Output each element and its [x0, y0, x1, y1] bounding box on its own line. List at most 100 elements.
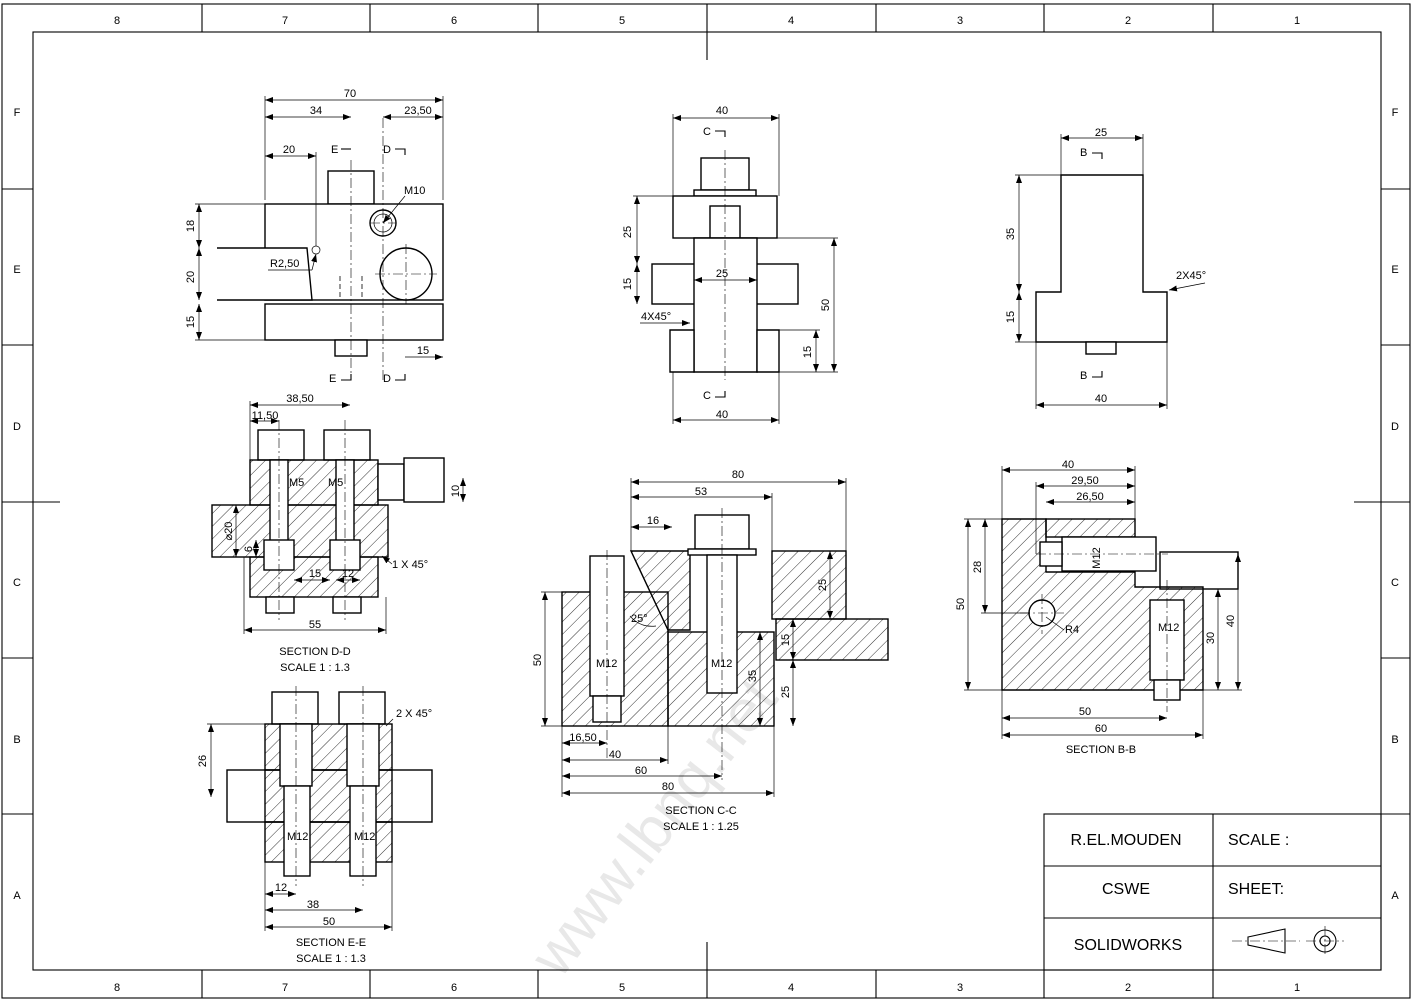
middle-view: 40 25 15 25 50 15 4X45° 40 C C — [622, 105, 838, 424]
thread-m12-a: M12 — [1091, 547, 1103, 568]
zone-row-label: A — [1391, 890, 1399, 902]
thread-m12-a: M12 — [287, 831, 308, 843]
section-d-d-caption: SECTION D-D — [279, 646, 351, 658]
dim-50-vertical: 50 — [532, 654, 544, 666]
thread-m12-b: M12 — [711, 658, 732, 670]
dim-25-vertical: 25 — [817, 579, 829, 591]
dim-20-vertical: 20 — [185, 271, 197, 283]
dim-50-horizontal: 50 — [1079, 706, 1091, 718]
angle-25: 25° — [631, 613, 648, 625]
zone-col-label: 1 — [1294, 982, 1300, 994]
zone-row-label: D — [1391, 421, 1399, 433]
dim-40: 40 — [1062, 459, 1074, 471]
zone-col-label: 2 — [1125, 15, 1131, 27]
projection-symbol-icon — [1232, 926, 1344, 956]
software-name: SOLIDWORKS — [1074, 937, 1182, 954]
dim-15-vertical: 15 — [780, 634, 792, 646]
dim-25-vertical: 25 — [622, 226, 634, 238]
zone-col-label: 1 — [1294, 15, 1300, 27]
cut-label-e-top: E — [331, 144, 338, 156]
zone-row-label: F — [14, 107, 21, 119]
chamfer-4x45: 4X45° — [641, 311, 671, 323]
chamfer-1x45: 1 X 45° — [392, 559, 428, 571]
right-view: 25 35 15 40 2X45° B B — [1005, 127, 1206, 409]
section-d-d: 38,50 11,50 M5 M5 10 ⌀20 6 15 12 1 X 45°… — [211, 393, 466, 674]
school-name: CSWE — [1102, 881, 1150, 898]
dim-12: 12 — [342, 568, 354, 580]
dim-16-50: 16,50 — [569, 732, 597, 744]
dim-28: 28 — [972, 561, 984, 573]
zone-row-label: E — [1391, 264, 1398, 276]
dim-40: 40 — [609, 749, 621, 761]
cut-label-c-bottom: C — [703, 390, 711, 402]
zone-col-label: 8 — [114, 982, 120, 994]
dim-60-horizontal: 60 — [1095, 723, 1107, 735]
dim-40: 40 — [1095, 393, 1107, 405]
dim-18: 18 — [185, 220, 197, 232]
cut-label-d-bottom: D — [383, 373, 391, 385]
sheet-label: SHEET: — [1228, 881, 1284, 898]
dim-15-vertical-2: 15 — [802, 346, 814, 358]
dim-25-horizontal: 25 — [716, 268, 728, 280]
section-c-c: 80 53 16 25 25° 15 35 25 50 M12 M12 16,5… — [532, 469, 889, 833]
dim-55: 55 — [309, 619, 321, 631]
dim-29-50: 29,50 — [1071, 475, 1099, 487]
zone-col-label: 5 — [619, 982, 625, 994]
zone-col-label: 8 — [114, 15, 120, 27]
zone-col-label: 7 — [282, 982, 288, 994]
dim-40-top: 40 — [716, 105, 728, 117]
cut-label-b-bottom: B — [1080, 370, 1087, 382]
radius-r4: R4 — [1065, 624, 1079, 636]
thread-m5-b: M5 — [328, 477, 343, 489]
dim-40-bottom: 40 — [716, 409, 728, 421]
cut-label-c-top: C — [703, 126, 711, 138]
title-block: R.EL.MOUDEN CSWE SOLIDWORKS SCALE : SHEE… — [1043, 813, 1382, 971]
thread-m10: M10 — [404, 185, 425, 197]
dim-70: 70 — [344, 88, 356, 100]
section-e-e-caption: SECTION E-E — [296, 937, 366, 949]
section-c-c-caption: SECTION C-C — [665, 805, 737, 817]
dim-80-top: 80 — [732, 469, 744, 481]
dim-23-50: 23,50 — [404, 105, 432, 117]
zone-row-label: B — [13, 734, 20, 746]
dim-38-50: 38,50 — [286, 393, 314, 405]
dim-50-vertical: 50 — [955, 598, 967, 610]
dim-10: 10 — [450, 485, 462, 497]
dim-35: 35 — [1005, 228, 1017, 240]
dim-40-vertical: 40 — [1225, 615, 1237, 627]
thread-m12-b: M12 — [354, 831, 375, 843]
section-e-e: 26 2 X 45° M12 M12 12 38 50 SECTION E-E … — [197, 686, 433, 965]
chamfer-2x45: 2X45° — [1176, 270, 1206, 282]
dim-60: 60 — [635, 765, 647, 777]
chamfer-2x45-ee: 2 X 45° — [396, 708, 432, 720]
dim-15: 15 — [309, 568, 321, 580]
dim-15: 15 — [1005, 311, 1017, 323]
zone-col-label: 3 — [957, 982, 963, 994]
dim-50-vertical: 50 — [820, 299, 832, 311]
sheet-frame: 8 7 6 5 4 3 2 1 8 7 6 5 4 3 2 1 F E D C … — [1, 3, 1411, 999]
thread-m5-a: M5 — [289, 477, 304, 489]
zone-row-label: A — [13, 890, 21, 902]
dim-15-vertical: 15 — [622, 278, 634, 290]
zone-col-label: 7 — [282, 15, 288, 27]
zone-row-label: E — [13, 264, 20, 276]
thread-m12-b: M12 — [1158, 622, 1179, 634]
dim-26: 26 — [197, 755, 209, 767]
section-e-e-scale: SCALE 1 : 1.3 — [296, 953, 366, 965]
dim-16: 16 — [647, 515, 659, 527]
zone-col-label: 4 — [788, 982, 794, 994]
zone-row-label: D — [13, 421, 21, 433]
author-name: R.EL.MOUDEN — [1070, 832, 1181, 849]
zone-row-label: C — [13, 577, 21, 589]
zone-col-label: 2 — [1125, 982, 1131, 994]
dim-53: 53 — [695, 486, 707, 498]
dim-15-vertical: 15 — [185, 316, 197, 328]
dim-6: 6 — [243, 546, 255, 552]
dim-35-vertical: 35 — [747, 670, 759, 682]
cut-label-b-top: B — [1080, 147, 1087, 159]
radius-r2-50: R2,50 — [270, 258, 299, 270]
zone-col-label: 4 — [788, 15, 794, 27]
section-b-b-caption: SECTION B-B — [1066, 744, 1136, 756]
section-b-b: 40 29,50 26,50 28 50 M12 R4 M12 30 40 50… — [955, 459, 1242, 756]
dim-dia-20: ⌀20 — [223, 522, 235, 541]
